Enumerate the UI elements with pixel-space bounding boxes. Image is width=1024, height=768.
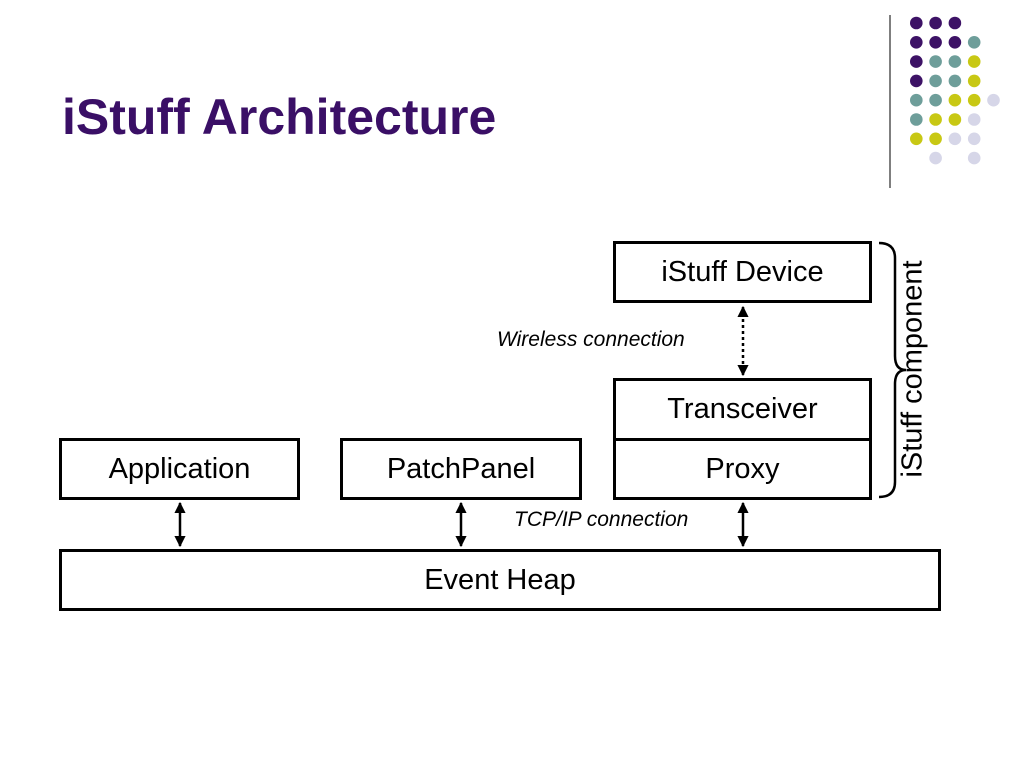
- patchpanel-box: PatchPanel: [340, 438, 582, 500]
- decor-dot: [948, 93, 962, 107]
- decor-dot: [967, 74, 981, 88]
- decorative-dot-grid: [889, 15, 1000, 188]
- decor-dot: [929, 74, 942, 88]
- proxy-box: Proxy: [613, 438, 872, 500]
- slide-title: iStuff Architecture: [62, 89, 497, 145]
- decor-dot: [910, 93, 923, 107]
- transceiver-box: Transceiver: [613, 378, 872, 441]
- event-heap-box: Event Heap: [59, 549, 941, 611]
- decor-dot: [910, 113, 923, 126]
- decor-dot: [948, 132, 962, 146]
- decor-dot: [910, 16, 923, 30]
- decor-dot: [967, 36, 981, 49]
- istuff-device-box: iStuff Device: [613, 241, 872, 303]
- decor-dot: [929, 113, 942, 126]
- decor-dot: [967, 113, 981, 126]
- istuff-component-label: iStuff component: [896, 260, 929, 478]
- dot-grid: [910, 16, 1000, 165]
- decor-dot: [910, 55, 923, 68]
- decor-dot: [948, 113, 962, 126]
- decor-dot: [910, 74, 923, 88]
- decor-dot: [948, 55, 962, 68]
- tcpip-connection-label: TCP/IP connection: [514, 508, 689, 531]
- decor-dot: [929, 55, 942, 68]
- decor-dot: [910, 36, 923, 49]
- decor-dot: [967, 151, 981, 165]
- wireless-connection-label: Wireless connection: [497, 328, 685, 351]
- decor-dot: [967, 132, 981, 146]
- decor-dot: [929, 36, 942, 49]
- decor-dot: [948, 16, 962, 30]
- decor-dot: [929, 16, 942, 30]
- decor-dot: [967, 93, 981, 107]
- decor-dot: [929, 151, 942, 165]
- decor-dot: [948, 36, 962, 49]
- application-box: Application: [59, 438, 300, 500]
- decor-dot: [929, 132, 942, 146]
- decor-dot: [948, 74, 962, 88]
- decor-dot: [929, 93, 942, 107]
- istuff-component-brace: [878, 241, 907, 499]
- decor-dot: [910, 132, 923, 146]
- decor-dot: [987, 93, 1000, 107]
- decor-dot: [967, 55, 981, 68]
